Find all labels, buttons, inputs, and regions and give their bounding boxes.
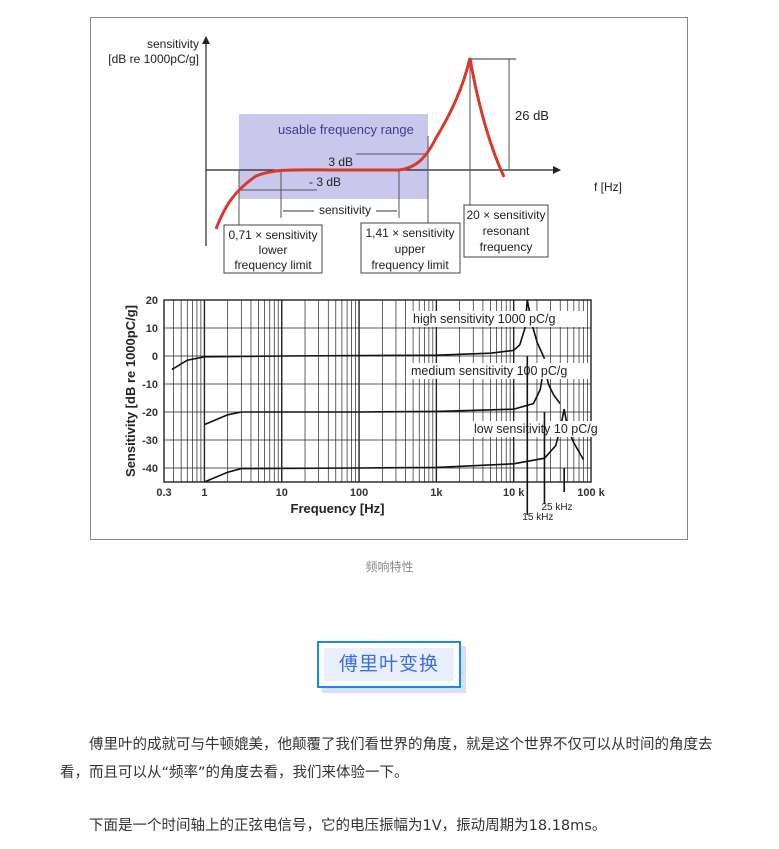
box-text: 0,71 × sensitivity — [228, 228, 317, 242]
y-label-2: [dB re 1000pC/g] — [108, 52, 199, 66]
x-tick-label: 1k — [430, 487, 443, 499]
section-heading: 傅里叶变换 — [317, 641, 461, 688]
diagram-schematic: sensitivity [dB re 1000pC/g] f [Hz] usab… — [108, 36, 622, 274]
annotation-25k: 25 kHz — [541, 502, 572, 513]
y-tick-label: 20 — [146, 295, 158, 307]
y-tick-label: -30 — [142, 435, 158, 447]
frequency-response-figure: sensitivity [dB re 1000pC/g] f [Hz] usab… — [90, 17, 688, 540]
paragraph-1: 傅里叶的成就可与牛顿媲美，他颠覆了我们看世界的角度，就是这个世界不仅可以从时间的… — [60, 737, 713, 781]
section-heading-text: 傅里叶变换 — [324, 648, 454, 681]
x-tick-label: 10 k — [503, 487, 525, 499]
x-axis-arrow-icon — [553, 166, 561, 174]
x-tick-label: 100 k — [577, 487, 605, 499]
y-axis-label: Sensitivity [dB re 1000pC/g] — [123, 305, 138, 477]
usable-range-area — [239, 114, 428, 199]
y-tick-label: -10 — [142, 379, 158, 391]
plot-frame — [163, 299, 592, 483]
sensitivity-arrow-bg — [314, 203, 376, 217]
y-tick-label: 10 — [146, 323, 158, 335]
x-tick-label: 0.3 — [156, 487, 171, 499]
series-label-bg — [410, 311, 585, 327]
series-label: medium sensitivity 100 pC/g — [411, 364, 567, 378]
x-tick-label: 1 — [201, 487, 207, 499]
box-text: frequency — [480, 240, 533, 254]
series-label-bg — [471, 421, 626, 437]
lower-limit-box: 0,71 × sensitivity lower frequency limit — [223, 224, 323, 274]
range-label: usable frequency range — [278, 122, 414, 137]
annotation-15k: 15 kHz — [522, 512, 553, 523]
box-text: resonant — [483, 224, 530, 238]
y-axis-arrow-icon — [202, 36, 210, 44]
series-line-1 — [204, 364, 561, 426]
x-label: f [Hz] — [594, 180, 622, 194]
y-tick-label: 0 — [152, 351, 158, 363]
x-tick-label: 100 — [350, 487, 368, 499]
sensitivity-arrow-label: sensitivity — [319, 203, 371, 217]
y-tick-label: -20 — [142, 407, 158, 419]
x-axis-label: Frequency [Hz] — [291, 501, 385, 516]
box-text: frequency limit — [371, 258, 449, 272]
upper-limit-box: 1,41 × sensitivity upper frequency limit — [360, 222, 461, 274]
box-text: 20 × sensitivity — [466, 208, 545, 222]
series-label: high sensitivity 1000 pC/g — [413, 312, 555, 326]
gain-label: 26 dB — [515, 108, 549, 123]
figure-caption: 频响特性 — [365, 560, 414, 574]
box-text: lower — [259, 243, 288, 257]
plus3-label: 3 dB — [328, 155, 353, 169]
minus3-label: - 3 dB — [309, 175, 341, 189]
series-label-bg — [408, 363, 589, 379]
resonant-box: 20 × sensitivity resonant frequency — [463, 204, 549, 258]
box-text: frequency limit — [234, 258, 312, 272]
x-tick-label: 10 — [276, 487, 288, 499]
y-tick-label: -40 — [142, 463, 158, 475]
box-text: upper — [395, 242, 426, 256]
figure-canvas: sensitivity [dB re 1000pC/g] f [Hz] usab… — [108, 36, 626, 523]
series-label: low sensitivity 10 pC/g — [474, 422, 598, 436]
box-text: 1,41 × sensitivity — [365, 226, 454, 240]
y-label-1: sensitivity — [147, 37, 199, 51]
paragraph-2: 下面是一个时间轴上的正弦电信号，它的电压振幅为1V，振动周期为18.18ms。 — [89, 818, 607, 834]
response-curve — [214, 57, 506, 230]
